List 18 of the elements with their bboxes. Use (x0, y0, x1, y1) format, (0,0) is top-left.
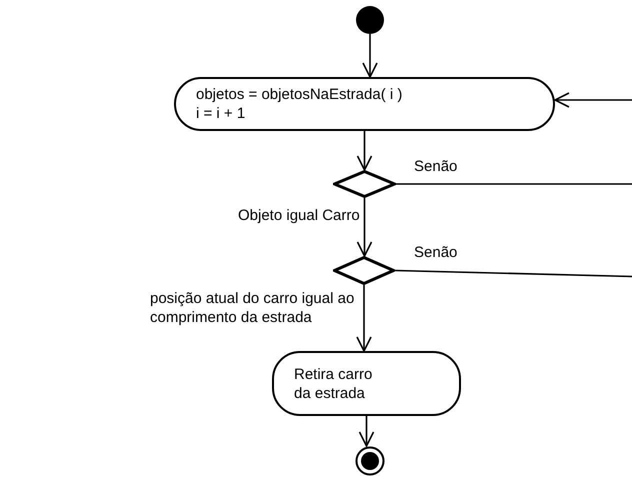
flow-line (396, 183, 632, 185)
flow-arrow (356, 131, 372, 171)
action-box (174, 77, 555, 131)
flow-line (394, 270, 632, 278)
initial-node (356, 6, 384, 34)
action-text: objetos = objetosNaEstrada( i ) (196, 85, 404, 104)
action-text: Retira carro da estrada (294, 364, 374, 402)
flow-arrow (356, 285, 372, 352)
decision-diamond (333, 256, 395, 285)
final-node (355, 446, 385, 476)
action-text: i = i + 1 (196, 104, 246, 123)
decision-diamond (333, 170, 396, 198)
action-box (272, 351, 461, 416)
flow-arrow (554, 92, 632, 108)
flow-arrow (358, 416, 374, 447)
flow-arrow (356, 198, 372, 257)
guard-label: Objeto igual Carro (238, 206, 360, 225)
flow-arrow (362, 34, 378, 78)
